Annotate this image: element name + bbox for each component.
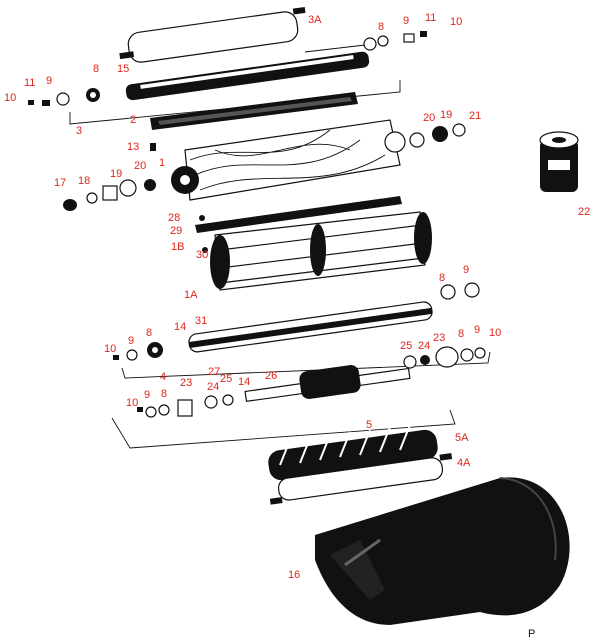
bearing-8-right	[440, 284, 456, 300]
callout-19-left: 19	[110, 168, 122, 180]
roller-cage-1a	[210, 211, 432, 291]
grass-basket-16	[315, 477, 570, 625]
callout-21: 21	[469, 110, 481, 122]
callout-25-left: 25	[220, 373, 232, 385]
callout-24-right: 24	[418, 340, 430, 352]
bedknife-2	[150, 92, 358, 130]
callout-10-left: 10	[4, 92, 16, 104]
callout-15: 15	[117, 63, 129, 75]
roller-3a	[119, 6, 306, 63]
callout-8-left: 8	[93, 63, 99, 75]
callout-27: 27	[208, 366, 220, 378]
callout-17: 17	[54, 177, 66, 189]
callout-20-left: 20	[134, 160, 146, 172]
roller-15	[125, 51, 370, 101]
callout-10-lower: 10	[126, 397, 138, 409]
bearing-group-4-left	[113, 342, 163, 361]
callout-18: 18	[78, 175, 90, 187]
bar-1b	[195, 196, 402, 253]
callout-2: 2	[130, 114, 136, 126]
callout-8-cage: 8	[439, 272, 445, 284]
callout-8-mid: 8	[146, 327, 152, 339]
callout-14-lower: 14	[238, 376, 250, 388]
callout-25-right: 25	[400, 340, 412, 352]
callout-14-upper: 14	[174, 321, 186, 333]
callout-3a: 3A	[308, 14, 322, 26]
callout-10-mid: 10	[104, 343, 116, 355]
callout-24-left: 24	[207, 381, 219, 393]
shaft-26	[244, 364, 411, 403]
callout-10-right: 10	[489, 327, 501, 339]
callout-16: 16	[288, 569, 300, 581]
callout-8-lower: 8	[161, 388, 167, 400]
reel-1	[171, 119, 406, 201]
brush-roller-5a	[268, 424, 438, 481]
callout-1a: 1A	[184, 289, 198, 301]
callout-31: 31	[195, 315, 207, 327]
callout-11-top: 11	[425, 12, 436, 24]
roller-4a	[269, 453, 453, 505]
bearing-group-reel-left	[63, 179, 156, 211]
bearing-group-top-right	[304, 31, 427, 53]
callout-9-mid: 9	[128, 335, 134, 347]
callout-23-right: 23	[433, 332, 445, 344]
bearing-group-shaft-right	[403, 346, 486, 369]
callout-5: 5	[366, 419, 372, 431]
callout-8-top: 8	[378, 21, 384, 33]
callout-22: 22	[578, 206, 590, 218]
callout-8-right: 8	[458, 328, 464, 340]
bearing-group-reel-right	[409, 123, 466, 148]
callout-13: 13	[127, 141, 139, 153]
bearing-group-shaft-left	[137, 394, 234, 418]
filter-22	[539, 131, 579, 192]
bearing-9-right	[464, 282, 480, 298]
callout-3: 3	[76, 125, 82, 137]
corner-text: P	[528, 628, 535, 637]
callout-28: 28	[168, 212, 180, 224]
callout-9-left: 9	[46, 75, 52, 87]
callout-23-left: 23	[180, 377, 192, 389]
callout-1: 1	[159, 157, 165, 169]
callout-26: 26	[265, 370, 277, 382]
callout-4: 4	[160, 371, 166, 383]
callout-20-right: 20	[423, 112, 435, 124]
callout-9-cage: 9	[463, 264, 469, 276]
roller-14	[188, 301, 433, 353]
callout-30: 30	[196, 249, 208, 261]
callout-19-right: 19	[440, 109, 452, 121]
callout-29: 29	[170, 225, 182, 237]
callout-10-top: 10	[450, 16, 462, 28]
callout-5a: 5A	[455, 432, 469, 444]
callout-11-left: 11	[24, 77, 35, 89]
bearing-group-left	[28, 88, 100, 106]
callout-9-lower: 9	[144, 389, 150, 401]
callout-9-right: 9	[474, 324, 480, 336]
callout-4a: 4A	[457, 457, 471, 469]
callout-1b: 1B	[171, 241, 184, 253]
screw-13	[150, 143, 156, 151]
callout-9-top: 9	[403, 15, 409, 27]
